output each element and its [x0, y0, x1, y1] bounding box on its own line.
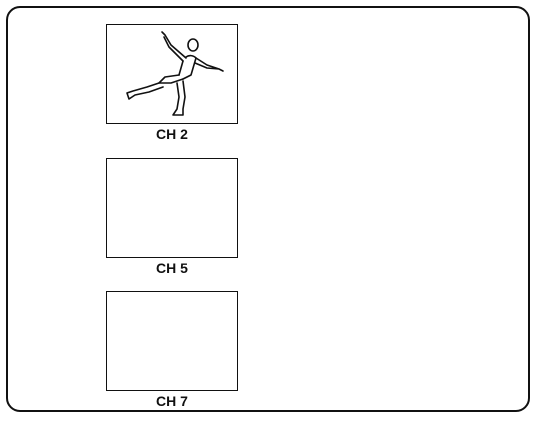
- channel-ch5-preview[interactable]: CH 5: [106, 158, 238, 276]
- channel-ch7-preview[interactable]: CH 7: [106, 291, 238, 409]
- channel-label: CH 7: [156, 393, 188, 409]
- channel-label: CH 5: [156, 260, 188, 276]
- tv-screen: CH 2 CH 5 CH 7: [6, 6, 530, 412]
- figure-skater-icon: [126, 31, 224, 116]
- channel-ch2-preview[interactable]: CH 2: [106, 24, 238, 142]
- channel-thumbnail[interactable]: [106, 158, 238, 258]
- channel-label: CH 2: [156, 126, 188, 142]
- channel-thumbnail[interactable]: [106, 291, 238, 391]
- channel-thumbnail[interactable]: [106, 24, 238, 124]
